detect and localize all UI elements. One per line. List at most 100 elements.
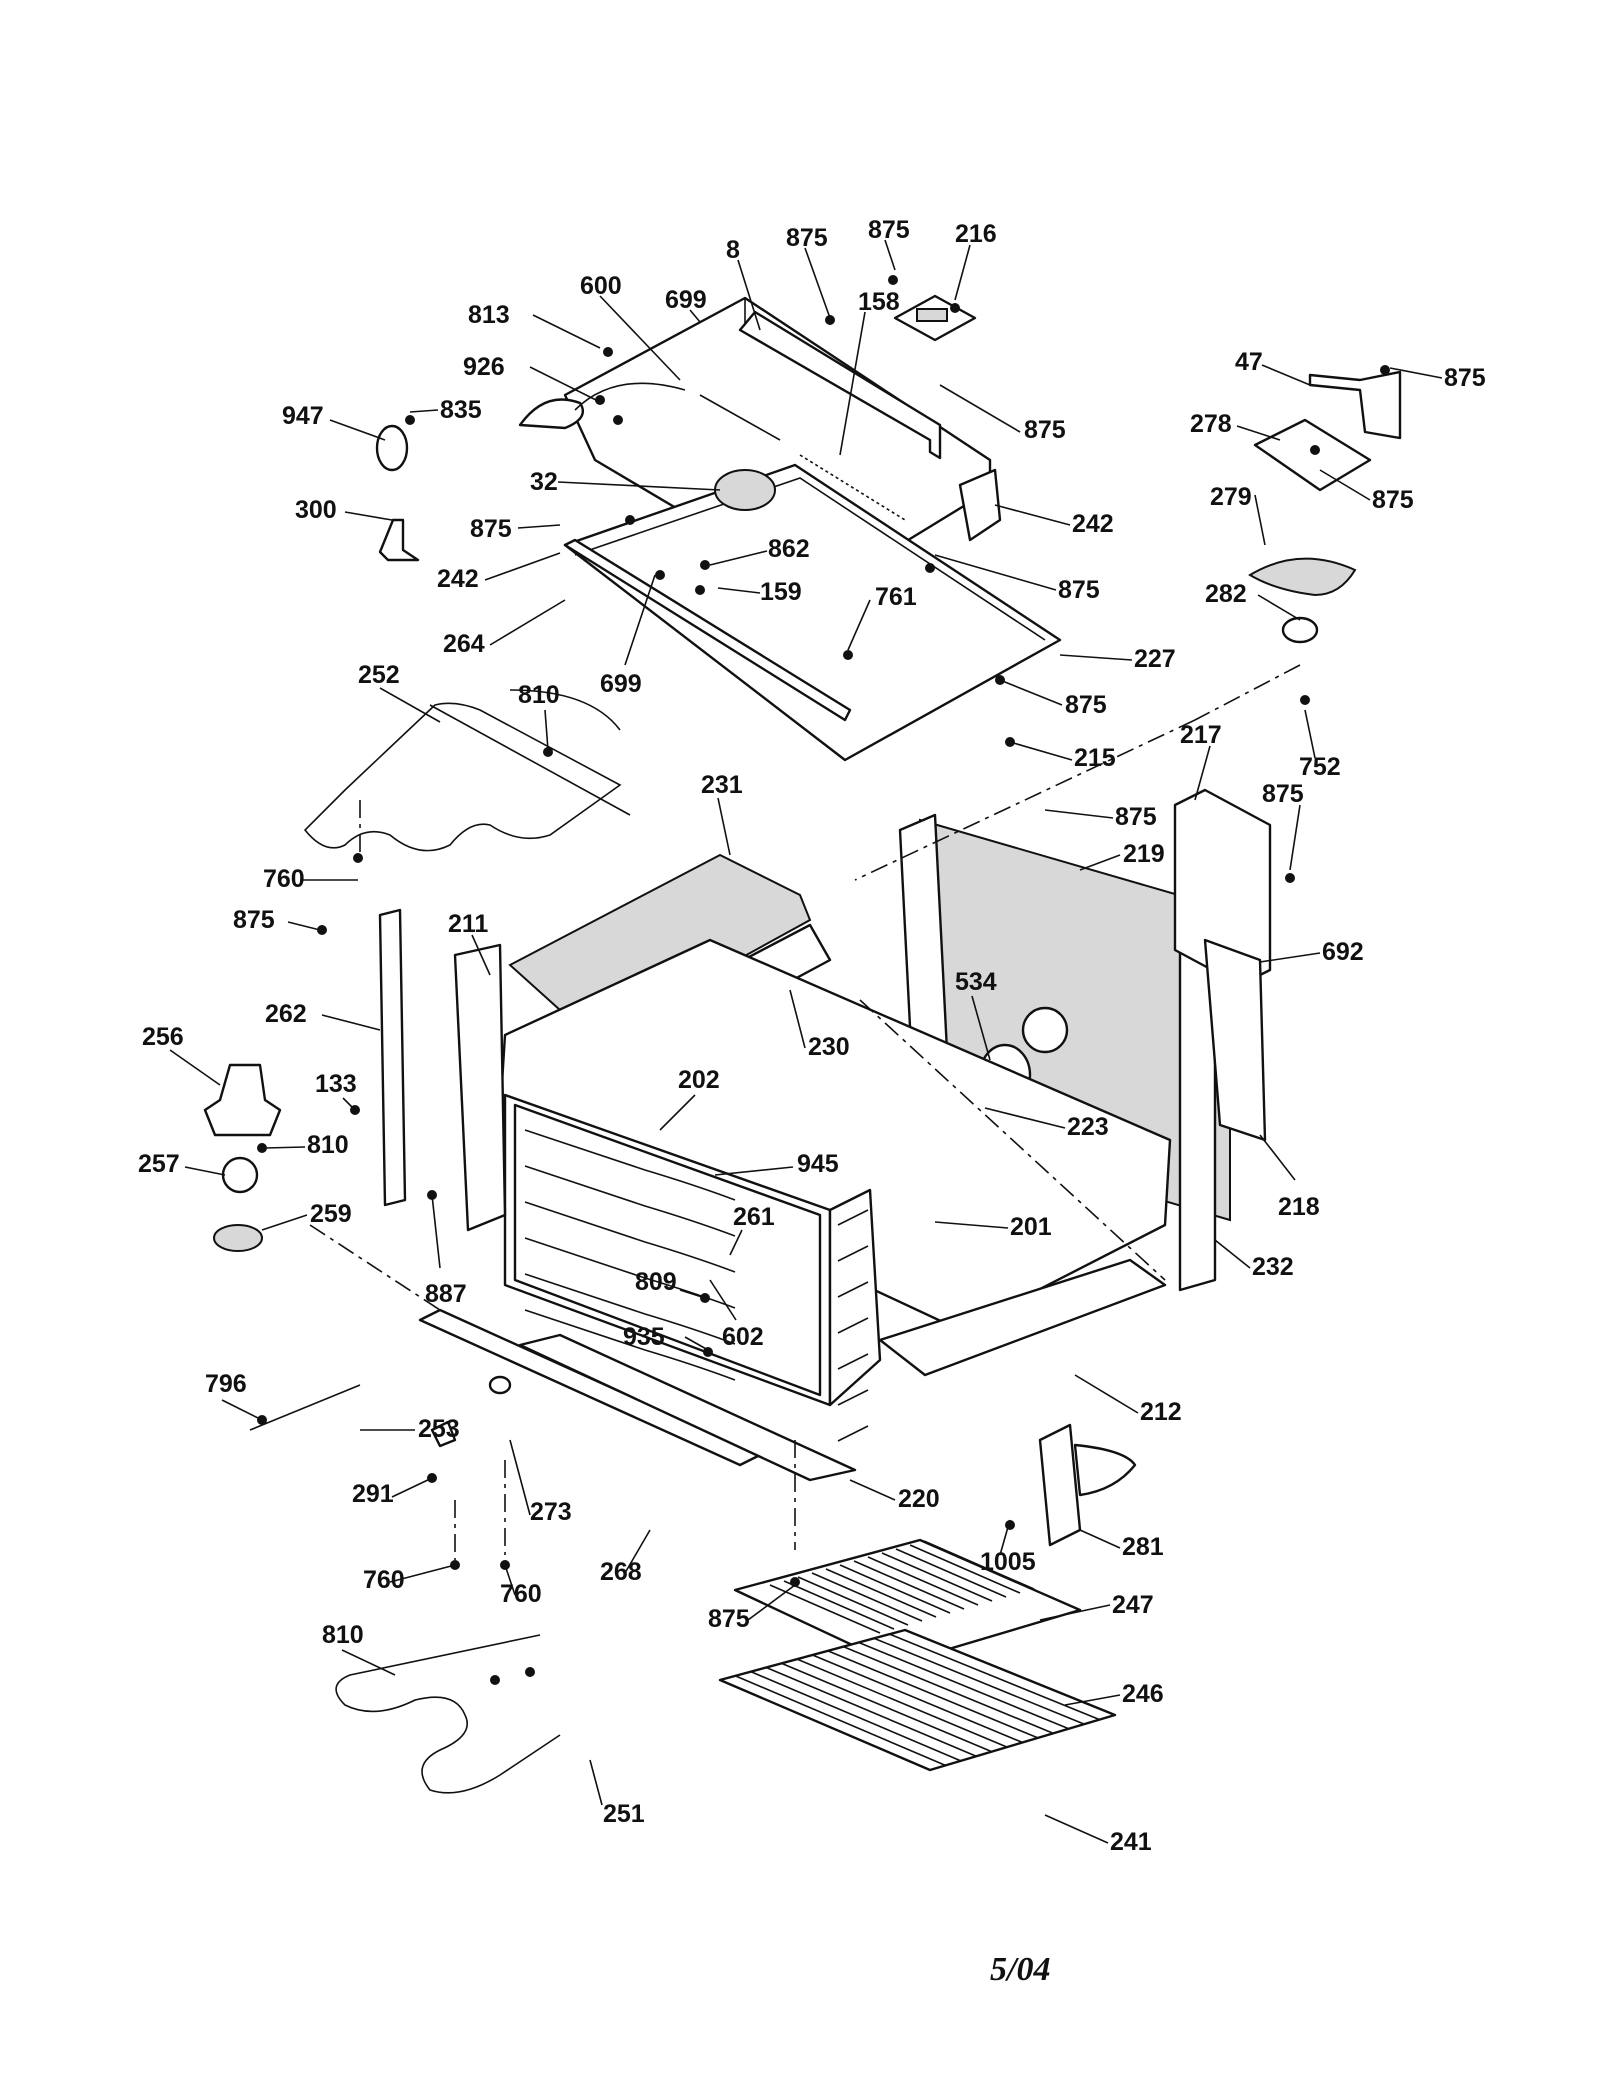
callout-875: 875 <box>1024 416 1066 444</box>
leader-line <box>431 1194 441 1269</box>
callout-300: 300 <box>295 496 337 524</box>
leader-line <box>954 244 971 301</box>
rack-bar <box>750 1670 962 1762</box>
callout-201: 201 <box>1010 1213 1052 1241</box>
callout-218: 218 <box>1278 1193 1320 1221</box>
sensor-253 <box>249 1375 512 1448</box>
rack-ridge <box>837 1209 869 1226</box>
date-code: 5/04 <box>990 1951 1050 1988</box>
screw-icon <box>625 515 635 525</box>
callout-242: 242 <box>437 565 479 593</box>
rack-bar <box>904 1629 1116 1716</box>
leader-line <box>529 366 601 403</box>
bake-element-251 <box>335 1634 561 1794</box>
rack-ridge <box>837 1281 869 1298</box>
rack-bar <box>858 1641 1070 1730</box>
leader-line <box>714 1166 794 1176</box>
leader-line <box>849 1479 896 1501</box>
rack-ridge <box>524 1129 736 1201</box>
leader-line <box>342 1097 356 1111</box>
leader-line <box>709 550 768 566</box>
callout-labels: 8 875 875 216 600 699 158 813 926 947 83… <box>138 216 1486 1856</box>
callout-202: 202 <box>678 1066 720 1094</box>
rack-bar <box>765 1666 977 1757</box>
leader-line <box>747 1584 796 1621</box>
callout-281: 281 <box>1122 1533 1164 1561</box>
callout-223: 223 <box>1067 1113 1109 1141</box>
rack-bars <box>719 1629 1116 1771</box>
leader-line <box>544 709 549 751</box>
callout-875: 875 <box>868 216 910 244</box>
callout-761: 761 <box>875 583 917 611</box>
pan-slots <box>769 1540 1035 1634</box>
pan-slot <box>769 1584 881 1634</box>
callout-278: 278 <box>1190 410 1232 438</box>
callout-534: 534 <box>955 968 997 996</box>
callout-291: 291 <box>352 1480 394 1508</box>
leader-line <box>1064 1694 1121 1706</box>
leader-line <box>939 384 1021 433</box>
callout-251: 251 <box>603 1800 645 1828</box>
screw-icon <box>695 585 705 595</box>
screw-icon <box>888 275 898 285</box>
leader-line <box>391 1477 433 1498</box>
leader-line <box>517 524 561 529</box>
leader-line <box>934 1221 1009 1229</box>
callout-268: 268 <box>600 1558 642 1586</box>
leader-line <box>684 1336 709 1351</box>
rack-bar <box>843 1645 1054 1735</box>
bottom-trim-268-220 <box>418 1308 857 1482</box>
leader-line <box>1236 425 1281 441</box>
callout-935: 935 <box>623 1323 665 1351</box>
callout-133: 133 <box>315 1070 357 1098</box>
leader-line <box>1079 854 1121 871</box>
parts-artwork <box>203 275 1402 1794</box>
leader-line <box>1257 594 1301 621</box>
leader-line <box>509 1439 531 1516</box>
rack-bar <box>873 1637 1085 1725</box>
callout-945: 945 <box>797 1150 839 1178</box>
pan-slot <box>853 1560 965 1610</box>
leader-line <box>999 1519 1011 1556</box>
callout-760: 760 <box>363 1566 405 1594</box>
leader-line <box>971 995 991 1061</box>
rack-ridge <box>837 1389 869 1406</box>
callout-600: 600 <box>580 272 622 300</box>
callout-699: 699 <box>665 286 707 314</box>
pan-slot <box>909 1544 1021 1594</box>
broil-element-252 <box>303 689 631 852</box>
callout-760: 760 <box>263 865 305 893</box>
callout-813: 813 <box>468 301 510 329</box>
callout-253: 253 <box>418 1415 460 1443</box>
callout-215: 215 <box>1074 744 1116 772</box>
callout-220: 220 <box>898 1485 940 1513</box>
callout-256: 256 <box>142 1023 184 1051</box>
leader-line <box>689 309 701 323</box>
pan-slot <box>867 1556 979 1606</box>
leader-line <box>1074 1374 1139 1414</box>
leader-line <box>329 419 386 441</box>
rack-ridge <box>837 1425 869 1442</box>
sensor-600 <box>518 382 686 430</box>
rack-ridge <box>837 1317 869 1334</box>
pan-slot <box>839 1564 951 1614</box>
leader-line <box>789 989 806 1049</box>
screw-icon <box>353 853 363 863</box>
hinge-281 <box>1038 1423 1137 1547</box>
leader-line <box>1044 1814 1109 1844</box>
screw-icon <box>257 1143 267 1153</box>
screw-icon <box>925 563 935 573</box>
callout-246: 246 <box>1122 1680 1164 1708</box>
callout-216: 216 <box>955 220 997 248</box>
leader-line <box>624 1529 651 1574</box>
screw-icon <box>790 1577 800 1587</box>
callout-810: 810 <box>322 1621 364 1649</box>
leader-line <box>709 1279 737 1321</box>
leader-line <box>344 511 393 521</box>
screw-icon <box>1300 695 1310 705</box>
leader-line <box>557 481 721 491</box>
callout-261: 261 <box>733 1203 775 1231</box>
callout-279: 279 <box>1210 483 1252 511</box>
pan-slot <box>895 1548 1007 1598</box>
callout-247: 247 <box>1112 1591 1154 1619</box>
